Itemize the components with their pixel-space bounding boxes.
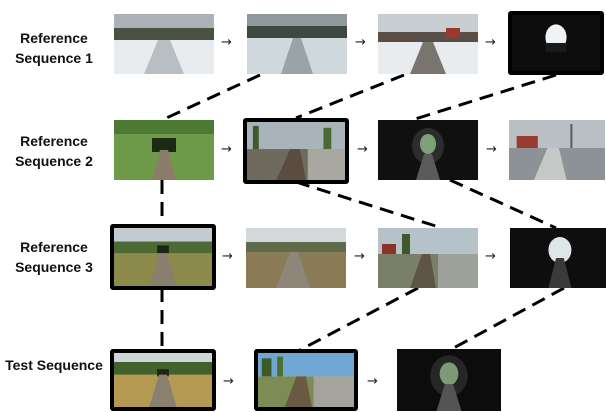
- frame-ref2-1: [114, 120, 214, 180]
- frame-test-3: [397, 349, 501, 411]
- railway-frame-icon: [258, 353, 354, 407]
- frame-ref1-3: [378, 14, 478, 74]
- arrow-right-icon: →: [222, 249, 233, 264]
- arrow-right-icon: →: [221, 142, 232, 157]
- frame-ref2-3: [378, 120, 478, 180]
- frame-ref2-2: [243, 118, 349, 184]
- arrow-right-icon: →: [354, 249, 365, 264]
- link-r1f2-r2f1: [161, 73, 261, 122]
- link-r2f3-r3f4: [449, 178, 557, 230]
- arrow-right-icon: →: [485, 35, 496, 50]
- frame-ref1-2: [247, 14, 347, 74]
- arrow-right-icon: →: [355, 35, 366, 50]
- railway-frame-icon: [114, 228, 212, 286]
- frame-test-2: [254, 349, 358, 411]
- arrow-right-icon: →: [367, 374, 378, 389]
- railway-frame-icon: [378, 228, 478, 288]
- railway-frame-icon: [246, 228, 346, 288]
- frame-ref3-4: [510, 228, 606, 288]
- arrow-right-icon: →: [221, 35, 232, 50]
- arrow-right-icon: →: [485, 249, 496, 264]
- railway-frame-icon: [114, 353, 212, 407]
- frame-ref3-2: [246, 228, 346, 288]
- link-r1f4-r2f3: [411, 73, 557, 122]
- row-label-reference-1: Reference Sequence 1: [15, 30, 93, 66]
- link-r3f3-t2: [299, 286, 419, 352]
- railway-frame-icon: [512, 15, 600, 71]
- railway-frame-icon: [114, 120, 214, 180]
- link-r1f3-r2f2: [295, 73, 405, 120]
- arrow-right-icon: →: [223, 374, 234, 389]
- row-label-test: Test Sequence: [5, 357, 103, 373]
- railway-frame-icon: [247, 14, 347, 74]
- frame-ref2-4: [509, 120, 605, 180]
- frame-test-1: [110, 349, 216, 411]
- railway-frame-icon: [510, 228, 606, 288]
- link-r3f4-t3: [449, 286, 565, 352]
- frame-ref1-4: [508, 11, 604, 75]
- railway-frame-icon: [247, 122, 345, 180]
- arrow-right-icon: →: [486, 142, 497, 157]
- frame-ref3-3: [378, 228, 478, 288]
- row-label-reference-2: Reference Sequence 2: [15, 133, 93, 169]
- railway-frame-icon: [397, 349, 501, 411]
- railway-frame-icon: [378, 14, 478, 74]
- railway-frame-icon: [378, 120, 478, 180]
- row-label-reference-3: Reference Sequence 3: [15, 239, 93, 275]
- railway-frame-icon: [509, 120, 605, 180]
- frame-ref3-1: [110, 224, 216, 290]
- arrow-right-icon: →: [357, 142, 368, 157]
- link-r2f2-r3f3: [295, 180, 443, 230]
- railway-frame-icon: [114, 14, 214, 74]
- frame-ref1-1: [114, 14, 214, 74]
